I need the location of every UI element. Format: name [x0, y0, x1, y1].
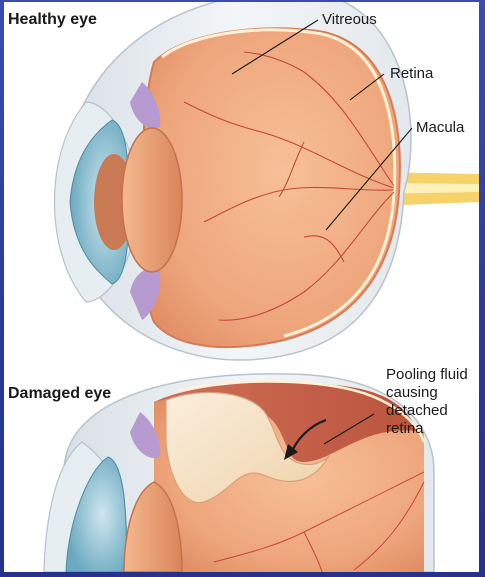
label-vitreous: Vitreous: [322, 11, 377, 28]
damaged-eye-title: Damaged eye: [8, 385, 111, 402]
label-retina: Retina: [390, 65, 434, 82]
callout-line-1: Pooling fluid: [386, 366, 468, 383]
lens: [122, 128, 182, 272]
figure-panel: Healthy eye Vitreous Retina Macula Damag…: [4, 2, 479, 572]
callout-line-2: causing: [386, 384, 438, 401]
healthy-eye-diagram: [55, 2, 480, 360]
damaged-eye-diagram: [44, 374, 434, 572]
healthy-eye-title: Healthy eye: [8, 11, 97, 28]
macula-spot: [280, 192, 364, 256]
callout-line-4: retina: [386, 420, 424, 437]
eye-anatomy-illustration: Healthy eye Vitreous Retina Macula Damag…: [4, 2, 479, 572]
label-macula: Macula: [416, 119, 465, 136]
callout-line-3: detached: [386, 402, 448, 419]
